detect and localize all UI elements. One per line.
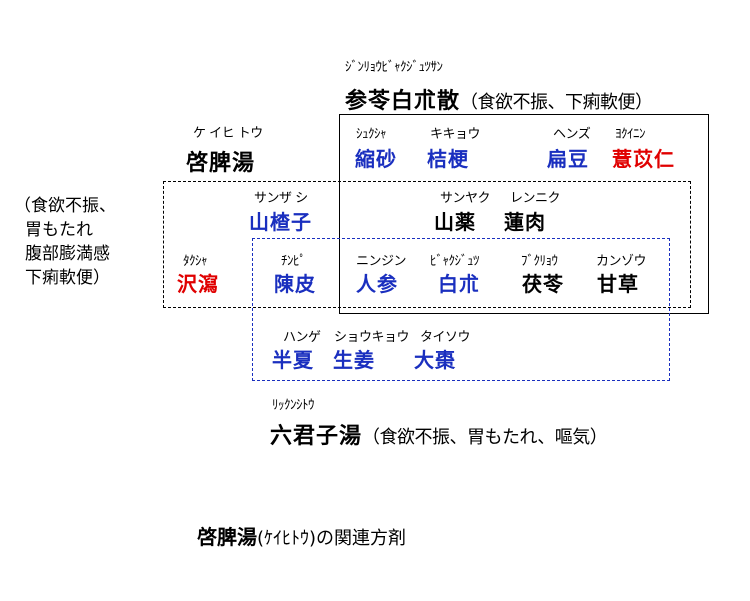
diagram-caption: 啓脾湯(ｹｲﾋﾄｳ)の関連方剤 bbox=[197, 521, 406, 550]
rikkun-title: 六君子湯（食欲不振、胃もたれ、嘔気） bbox=[270, 418, 608, 450]
herb-ruby-hange: ハンゲ bbox=[283, 330, 321, 345]
herb-ruby-sanzashi: サンザ シ bbox=[254, 191, 308, 206]
herb-hange: 半夏 bbox=[272, 348, 314, 372]
caption-main: 啓脾湯 bbox=[197, 525, 257, 549]
herb-ruby-henzu: ヘンズ bbox=[553, 127, 591, 142]
rikkun-ruby: ﾘｯｸﾝｼﾄｳ bbox=[272, 398, 315, 413]
herb-chinpi: 陳皮 bbox=[274, 272, 316, 296]
keihi-desc-line-2: 胃もたれ bbox=[25, 220, 93, 240]
herb-ruby-yokuinin: ﾖｸｲﾆﾝ bbox=[615, 127, 646, 142]
rikkun-desc: （食欲不振、胃もたれ、嘔気） bbox=[362, 427, 608, 448]
keihi-desc-line-1: （食欲不振、 bbox=[14, 196, 116, 216]
herb-takusha: 沢瀉 bbox=[177, 272, 219, 296]
jinryo-title: 参苓白朮散（食欲不振、下痢軟便） bbox=[345, 83, 653, 115]
herb-ruby-ninjin: ニンジン bbox=[356, 254, 407, 269]
herb-sanyaku: 山薬 bbox=[434, 210, 476, 234]
caption-rest: の関連方剤 bbox=[316, 528, 407, 549]
herb-taiso: 大棗 bbox=[414, 348, 456, 372]
herb-shukusha: 縮砂 bbox=[355, 147, 397, 171]
herb-ruby-renniku: レンニク bbox=[510, 191, 561, 206]
keihi-name: 啓脾湯 bbox=[186, 151, 256, 176]
rikkun-box bbox=[252, 238, 670, 381]
herb-ruby-shokyo: ショウキョウ bbox=[334, 330, 410, 345]
jinryo-name: 参苓白朮散 bbox=[345, 89, 461, 114]
keihi-desc-line-3: 腹部膨満感 bbox=[25, 244, 110, 264]
keihi-desc: （食欲不振、 胃もたれ 腹部膨満感 下痢軟便） bbox=[14, 194, 116, 290]
keihi-ruby: ケ イヒ トウ bbox=[193, 126, 263, 141]
herb-kanzo: 甘草 bbox=[597, 272, 639, 296]
herb-ruby-kikyo: キキョウ bbox=[430, 127, 481, 142]
herb-renniku: 蓮肉 bbox=[504, 210, 546, 234]
jinryo-box bbox=[339, 114, 709, 314]
herb-byakujutsu: 白朮 bbox=[438, 272, 480, 296]
jinryo-ruby: ｼﾞﾝﾘｮｳﾋﾞｬｸｼﾞｭﾂｻﾝ bbox=[345, 60, 443, 75]
herb-ruby-bukuryo: ﾌﾞｸﾘｮｳ bbox=[521, 254, 558, 269]
herb-shokyo: 生姜 bbox=[333, 348, 375, 372]
keihi-box bbox=[163, 181, 691, 308]
herb-yokuinin: 薏苡仁 bbox=[612, 147, 675, 171]
keihi-desc-line-4: 下痢軟便） bbox=[25, 268, 110, 288]
herb-ninjin: 人参 bbox=[356, 272, 398, 296]
jinryo-desc: （食欲不振、下痢軟便） bbox=[460, 92, 653, 113]
herb-kikyo: 桔梗 bbox=[427, 147, 469, 171]
caption-reading: (ｹｲﾋﾄｳ) bbox=[257, 528, 317, 549]
herb-bukuryo: 茯苓 bbox=[522, 272, 564, 296]
herb-ruby-taiso: タイソウ bbox=[420, 330, 471, 345]
herb-ruby-takusha: ﾀｸｼｬ bbox=[183, 254, 208, 269]
rikkun-name: 六君子湯 bbox=[270, 424, 363, 449]
herb-ruby-byakujutsu: ﾋﾞｬｸｼﾞｭﾂ bbox=[430, 254, 480, 269]
herb-ruby-kanzo: カンゾウ bbox=[596, 254, 647, 269]
herb-sanzashi: 山楂子 bbox=[249, 210, 312, 234]
herb-ruby-shukusha: ｼｭｸｼｬ bbox=[356, 127, 387, 142]
herb-ruby-chinpi: ﾁﾝﾋﾟ bbox=[281, 254, 306, 269]
herb-ruby-sanyaku: サンヤク bbox=[440, 191, 491, 206]
herb-henzu: 扁豆 bbox=[547, 147, 589, 171]
